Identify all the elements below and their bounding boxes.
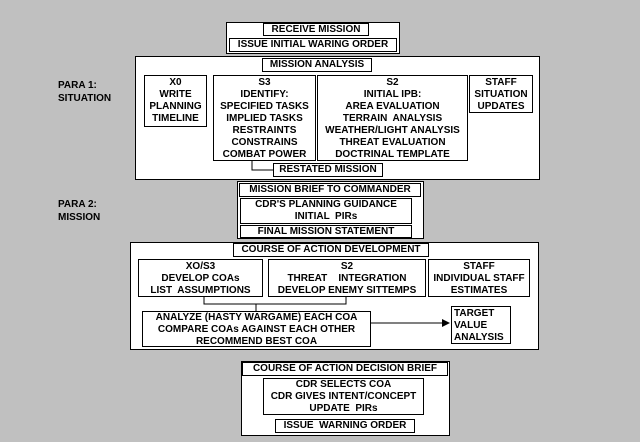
s3-identify-box: S3 IDENTIFY: SPECIFIED TASKS IMPLIED TAS… [213, 75, 316, 161]
coa-development-title: COURSE OF ACTION DEVELOPMENT [241, 244, 421, 255]
xo-timeline-text: X0 WRITE PLANNING TIMELINE [149, 77, 202, 124]
xo-s3-develop-text: XO/S3 DEVELOP COAs LIST ASSUMPTIONS [150, 261, 251, 296]
s2-threat-text: S2 THREAT INTEGRATION DEVELOP ENEMY SITT… [277, 261, 417, 296]
mission-brief-title: MISSION BRIEF TO COMMANDER [249, 184, 411, 195]
final-mission-text: FINAL MISSION STATEMENT [257, 226, 395, 237]
final-mission-box: FINAL MISSION STATEMENT [240, 225, 412, 238]
coa-development-title-box: COURSE OF ACTION DEVELOPMENT [233, 243, 429, 257]
analyze-coa-box: ANALYZE (HASTY WARGAME) EACH COA COMPARE… [142, 311, 371, 347]
xo-timeline-box: X0 WRITE PLANNING TIMELINE [144, 75, 207, 127]
staff-updates-text: STAFF SITUATION UPDATES [474, 77, 528, 112]
xo-s3-develop-box: XO/S3 DEVELOP COAs LIST ASSUMPTIONS [138, 259, 263, 297]
issue-warning-order-text: ISSUE WARNING ORDER [283, 420, 407, 431]
mission-analysis-title-box: MISSION ANALYSIS [262, 58, 372, 72]
target-value-box: TARGET VALUE ANALYSIS [451, 306, 511, 344]
restated-mission-text: RESTATED MISSION [279, 164, 377, 175]
cdr-selects-box: CDR SELECTS COA CDR GIVES INTENT/CONCEPT… [263, 378, 424, 415]
issue-warning-order-box: ISSUE WARNING ORDER [275, 419, 415, 433]
para2-label: PARA 2: MISSION [58, 199, 101, 223]
coa-decision-title: COURSE OF ACTION DECISION BRIEF [252, 363, 438, 374]
staff-estimates-text: STAFF INDIVIDUAL STAFF ESTIMATES [433, 261, 525, 296]
staff-estimates-box: STAFF INDIVIDUAL STAFF ESTIMATES [428, 259, 530, 297]
mission-analysis-title: MISSION ANALYSIS [269, 59, 365, 70]
restated-mission-box: RESTATED MISSION [273, 163, 383, 177]
cdr-selects-text: CDR SELECTS COA CDR GIVES INTENT/CONCEPT… [270, 379, 417, 414]
para1-label: PARA 1: SITUATION [58, 80, 112, 104]
s2-ipb-text: S2 INITIAL IPB: AREA EVALUATION TERRAIN … [325, 77, 460, 160]
staff-updates-box: STAFF SITUATION UPDATES [469, 75, 533, 113]
issue-initial-order-text: ISSUE INITIAL WARING ORDER [237, 39, 389, 50]
planning-guidance-text: CDR'S PLANNING GUIDANCE INITIAL PIRs [255, 199, 397, 222]
analyze-coa-text: ANALYZE (HASTY WARGAME) EACH COA COMPARE… [155, 312, 358, 347]
s3-identify-text: S3 IDENTIFY: SPECIFIED TASKS IMPLIED TAS… [220, 77, 309, 160]
s2-threat-box: S2 THREAT INTEGRATION DEVELOP ENEMY SITT… [268, 259, 426, 297]
issue-initial-order-box: ISSUE INITIAL WARING ORDER [229, 38, 397, 52]
s2-ipb-box: S2 INITIAL IPB: AREA EVALUATION TERRAIN … [317, 75, 468, 161]
coa-decision-title-box: COURSE OF ACTION DECISION BRIEF [242, 362, 448, 376]
receive-mission-text: RECEIVE MISSION [271, 24, 361, 35]
receive-mission-box: RECEIVE MISSION [263, 23, 369, 36]
mission-brief-title-box: MISSION BRIEF TO COMMANDER [239, 183, 421, 197]
target-value-text: TARGET VALUE ANALYSIS [454, 308, 504, 343]
planning-guidance-box: CDR'S PLANNING GUIDANCE INITIAL PIRs [240, 198, 412, 224]
